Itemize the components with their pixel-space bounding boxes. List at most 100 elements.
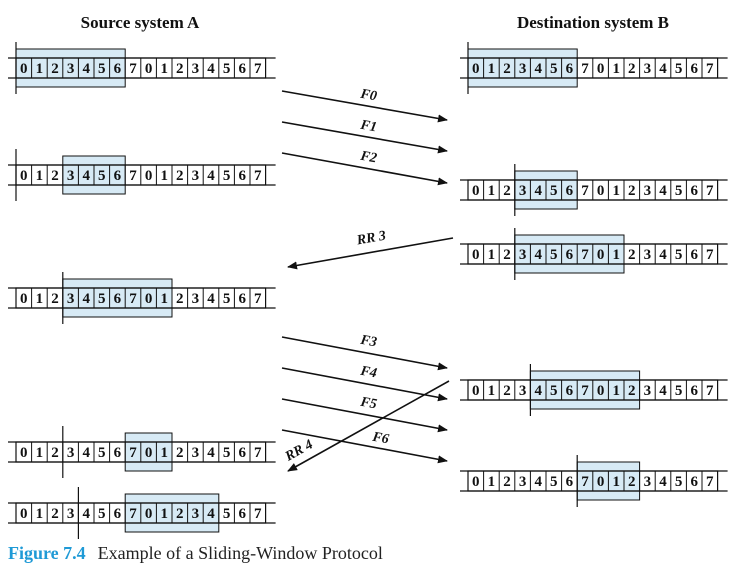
sequence-number: 0 [597, 183, 605, 199]
arrow-f4: F4 [281, 364, 448, 402]
sequence-number: 1 [160, 445, 168, 461]
sequence-number: 0 [597, 247, 605, 263]
frame-label: F1 [358, 118, 378, 136]
sequence-number: 0 [145, 291, 153, 307]
sequence-number: 6 [238, 61, 246, 77]
sequence-number: 0 [597, 474, 605, 490]
sequence-number: 1 [488, 383, 496, 399]
arrow-f6: F6 [281, 429, 448, 464]
sequence-number: 7 [254, 445, 262, 461]
sequence-number: 4 [659, 474, 667, 490]
sequence-number: 1 [160, 291, 168, 307]
sequence-number: 2 [176, 291, 184, 307]
sequence-number: 2 [503, 383, 511, 399]
sequence-number: 1 [36, 168, 44, 184]
sequence-number: 6 [566, 383, 574, 399]
sequence-number: 5 [98, 61, 106, 77]
sequence-number: 2 [628, 247, 636, 263]
sequence-number: 4 [534, 183, 542, 199]
sequence-number: 1 [612, 247, 620, 263]
sequence-number: 4 [207, 61, 215, 77]
sequence-number: 6 [566, 474, 574, 490]
sequence-number: 1 [36, 291, 44, 307]
sequence-number: 2 [503, 474, 511, 490]
sequence-number: 6 [566, 61, 574, 77]
sequence-number: 0 [20, 168, 28, 184]
sequence-number: 3 [519, 383, 527, 399]
sequence-number: 0 [20, 61, 28, 77]
sequence-number: 6 [114, 168, 122, 184]
sequence-number: 2 [51, 445, 59, 461]
sliding-window [467, 48, 578, 88]
figure-title: Example of a Sliding-Window Protocol [97, 543, 383, 563]
sequence-number: 6 [238, 168, 246, 184]
sequence-number: 2 [503, 247, 511, 263]
sequence-number: 1 [488, 474, 496, 490]
sequence-number: 4 [207, 291, 215, 307]
sequence-number: 5 [550, 61, 558, 77]
sequence-number: 3 [67, 506, 75, 522]
sequence-number: 3 [519, 61, 527, 77]
sequence-number: 5 [675, 247, 683, 263]
sequence-number: 4 [659, 61, 667, 77]
sequence-number: 0 [472, 183, 480, 199]
sequence-number: 2 [628, 183, 636, 199]
sequence-number: 4 [82, 291, 90, 307]
sequence-number: 7 [129, 445, 137, 461]
frame-label: F6 [370, 430, 390, 448]
sequence-number: 6 [690, 474, 698, 490]
sequence-number: 5 [675, 474, 683, 490]
sequence-number: 1 [160, 168, 168, 184]
sequence-number: 1 [612, 61, 620, 77]
sequence-number: 0 [472, 383, 480, 399]
sequence-number: 1 [612, 183, 620, 199]
sequence-number: 7 [581, 183, 589, 199]
arrow-line [281, 398, 448, 433]
sequence-number: 4 [659, 247, 667, 263]
sequence-number: 6 [566, 183, 574, 199]
frame-label: F3 [358, 333, 378, 351]
sequence-number: 4 [207, 506, 215, 522]
sequence-number: 4 [534, 383, 542, 399]
arrow-line [281, 429, 448, 464]
sequence-number: 2 [51, 291, 59, 307]
sequence-number: 0 [20, 506, 28, 522]
sequence-number: 1 [612, 474, 620, 490]
sequence-number: 2 [628, 383, 636, 399]
sequence-number: 3 [519, 474, 527, 490]
sequence-number: 2 [176, 506, 184, 522]
sequence-number: 7 [254, 291, 262, 307]
sequence-number: 6 [690, 247, 698, 263]
sequence-number: 3 [192, 506, 200, 522]
sequence-number: 6 [690, 61, 698, 77]
sequence-number: 6 [238, 445, 246, 461]
sequence-number: 7 [581, 61, 589, 77]
arrow-line [281, 90, 448, 123]
sequence-number: 5 [675, 383, 683, 399]
sequence-number: 2 [176, 61, 184, 77]
arrow-rr-3: RR 3 [287, 229, 454, 270]
frame-label: F4 [358, 364, 378, 382]
sliding-window [15, 48, 126, 88]
sequence-number: 5 [223, 61, 231, 77]
sequence-number: 7 [706, 474, 714, 490]
arrow-line [281, 367, 448, 402]
sequence-number: 2 [628, 61, 636, 77]
sequence-number: 1 [36, 506, 44, 522]
sequence-number: 5 [223, 506, 231, 522]
sequence-number: 2 [51, 61, 59, 77]
sequence-number: 5 [98, 168, 106, 184]
sequence-number: 0 [145, 506, 153, 522]
sequence-number: 6 [114, 445, 122, 461]
sequence-number: 5 [675, 183, 683, 199]
sequence-number: 2 [176, 445, 184, 461]
sequence-number: 7 [129, 61, 137, 77]
sequence-number: 5 [550, 247, 558, 263]
sequence-number: 7 [706, 383, 714, 399]
